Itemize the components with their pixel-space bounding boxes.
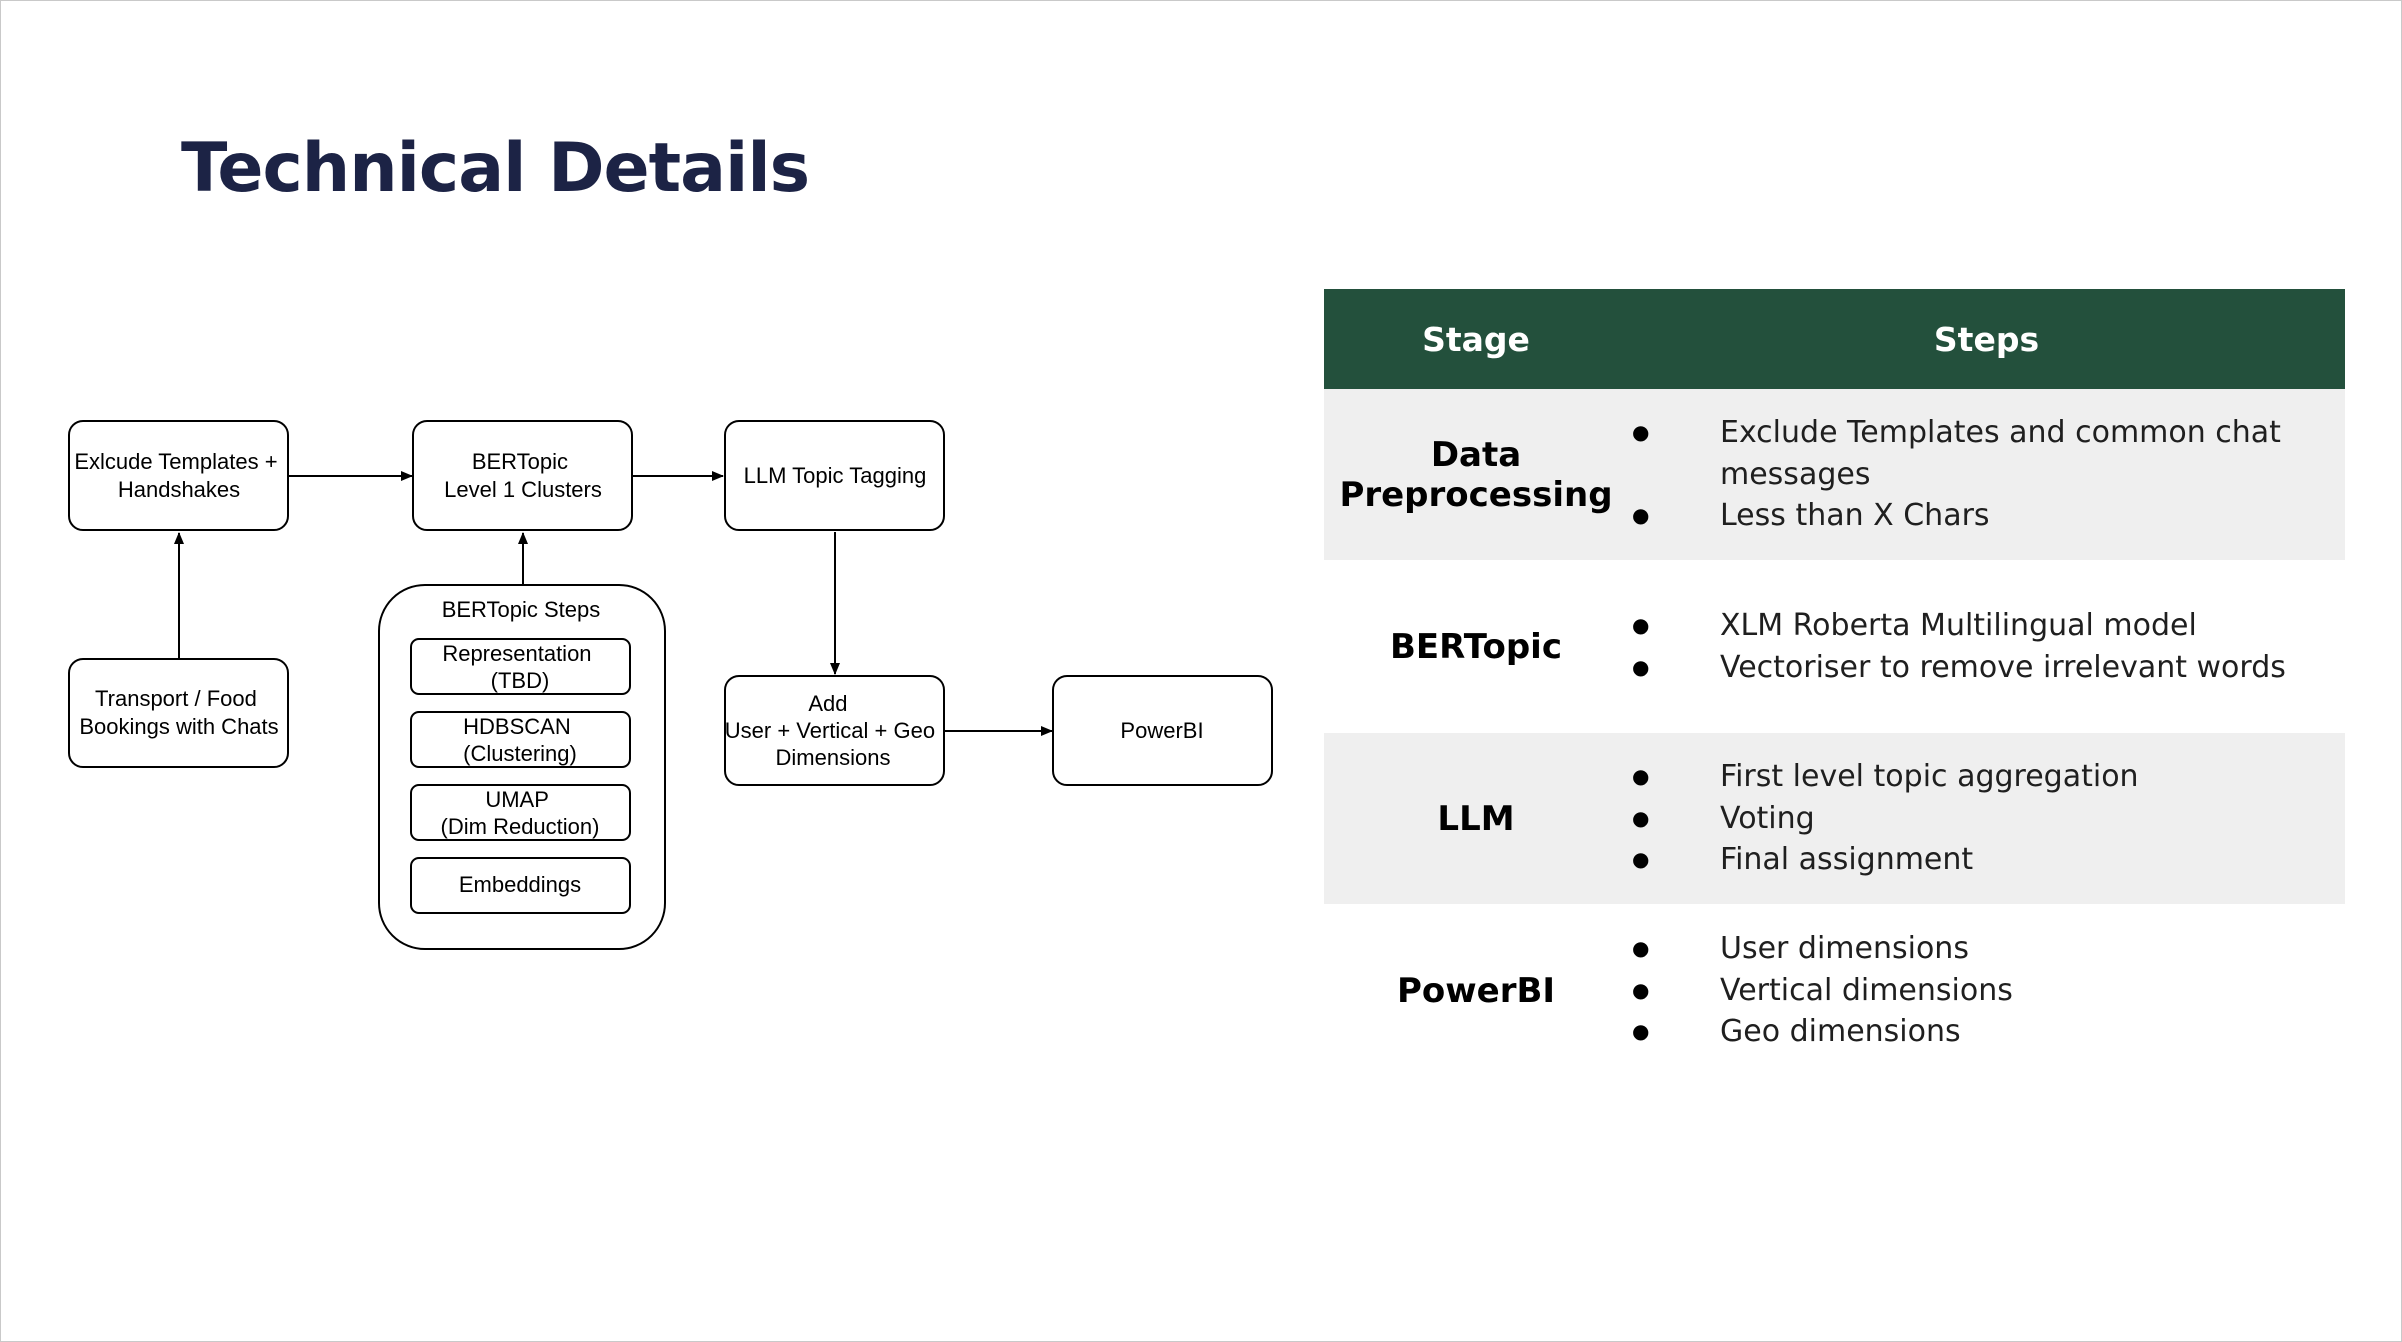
page-title: Technical Details [181, 129, 810, 208]
step-item: Voting [1628, 798, 2305, 840]
stage-label: Data [1430, 434, 1522, 475]
table-row: LLM First level topic aggregation Voting… [1324, 733, 2345, 904]
node-hdbscan-label: HDBSCAN (Clustering) [463, 714, 577, 766]
node-representation [410, 638, 631, 695]
step-item: Vertical dimensions [1628, 970, 2305, 1012]
node-embeddings-label: Embeddings [459, 872, 581, 897]
step-item: Exclude Templates and common chat messag… [1628, 412, 2305, 495]
steps-cell: First level topic aggregation Voting Fin… [1628, 733, 2345, 904]
steps-list: Exclude Templates and common chat messag… [1628, 412, 2345, 537]
pipeline-diagram: Exlcude Templates + Handshakes Transport… [68, 420, 1273, 950]
step-item: User dimensions [1628, 928, 2305, 970]
stage-cell: PowerBI [1324, 904, 1628, 1077]
node-bertopic-level1-label: BERTopic Level 1 Clusters [444, 449, 602, 502]
node-powerbi [1052, 675, 1273, 786]
node-transport-label: Transport / Food Bookings with Chats [79, 686, 278, 739]
table-header-row: Stage Steps [1324, 289, 2345, 389]
node-bertopic-level1 [412, 420, 633, 531]
steps-cell: XLM Roberta Multilingual model Vectorise… [1628, 560, 2345, 733]
step-item: Less than X Chars [1628, 495, 2305, 537]
stage-cell: BERTopic [1324, 560, 1628, 733]
step-item: First level topic aggregation [1628, 756, 2305, 798]
steps-cell: User dimensions Vertical dimensions Geo … [1628, 904, 2345, 1077]
stage-cell: LLM [1324, 733, 1628, 904]
node-umap-label: UMAP (Dim Reduction) [441, 787, 600, 839]
header-steps: Steps [1628, 289, 2345, 389]
steps-list: XLM Roberta Multilingual model Vectorise… [1628, 605, 2345, 688]
table-row: PowerBI User dimensions Vertical dimensi… [1324, 904, 2345, 1077]
stage-label: Preprocessing [1339, 474, 1613, 515]
table-row: Data Preprocessing Exclude Templates and… [1324, 389, 2345, 560]
node-representation-label: Representation (TBD) [442, 641, 597, 693]
step-item: XLM Roberta Multilingual model [1628, 605, 2305, 647]
steps-list: First level topic aggregation Voting Fin… [1628, 756, 2345, 881]
node-add-dimensions-label: Add User + Vertical + Geo Dimensions [725, 691, 941, 770]
stages-table: Stage Steps Data Preprocessing Exclude T… [1324, 289, 2345, 1077]
node-exclude-label: Exlcude Templates + Handshakes [74, 449, 283, 502]
node-transport-food [68, 658, 289, 768]
stage-label: LLM [1437, 798, 1515, 839]
step-item: Final assignment [1628, 839, 2305, 881]
node-hdbscan [410, 711, 631, 768]
step-item: Geo dimensions [1628, 1011, 2305, 1053]
bertopic-steps-title: BERTopic Steps [442, 597, 601, 622]
node-powerbi-label: PowerBI [1120, 718, 1203, 743]
steps-list: User dimensions Vertical dimensions Geo … [1628, 928, 2345, 1053]
stage-cell: Data Preprocessing [1324, 389, 1628, 560]
node-llm-tagging-label: LLM Topic Tagging [744, 463, 927, 488]
node-exclude-templates [68, 420, 289, 531]
stage-label: PowerBI [1396, 970, 1556, 1011]
node-embeddings [410, 857, 631, 914]
node-umap [410, 784, 631, 841]
step-item: Vectoriser to remove irrelevant words [1628, 647, 2305, 689]
header-stage: Stage [1324, 289, 1628, 389]
table-row: BERTopic XLM Roberta Multilingual model … [1324, 560, 2345, 733]
node-llm-topic-tagging [724, 420, 945, 531]
steps-cell: Exclude Templates and common chat messag… [1628, 389, 2345, 560]
stage-label: BERTopic [1390, 626, 1562, 667]
node-add-dimensions [724, 675, 945, 786]
